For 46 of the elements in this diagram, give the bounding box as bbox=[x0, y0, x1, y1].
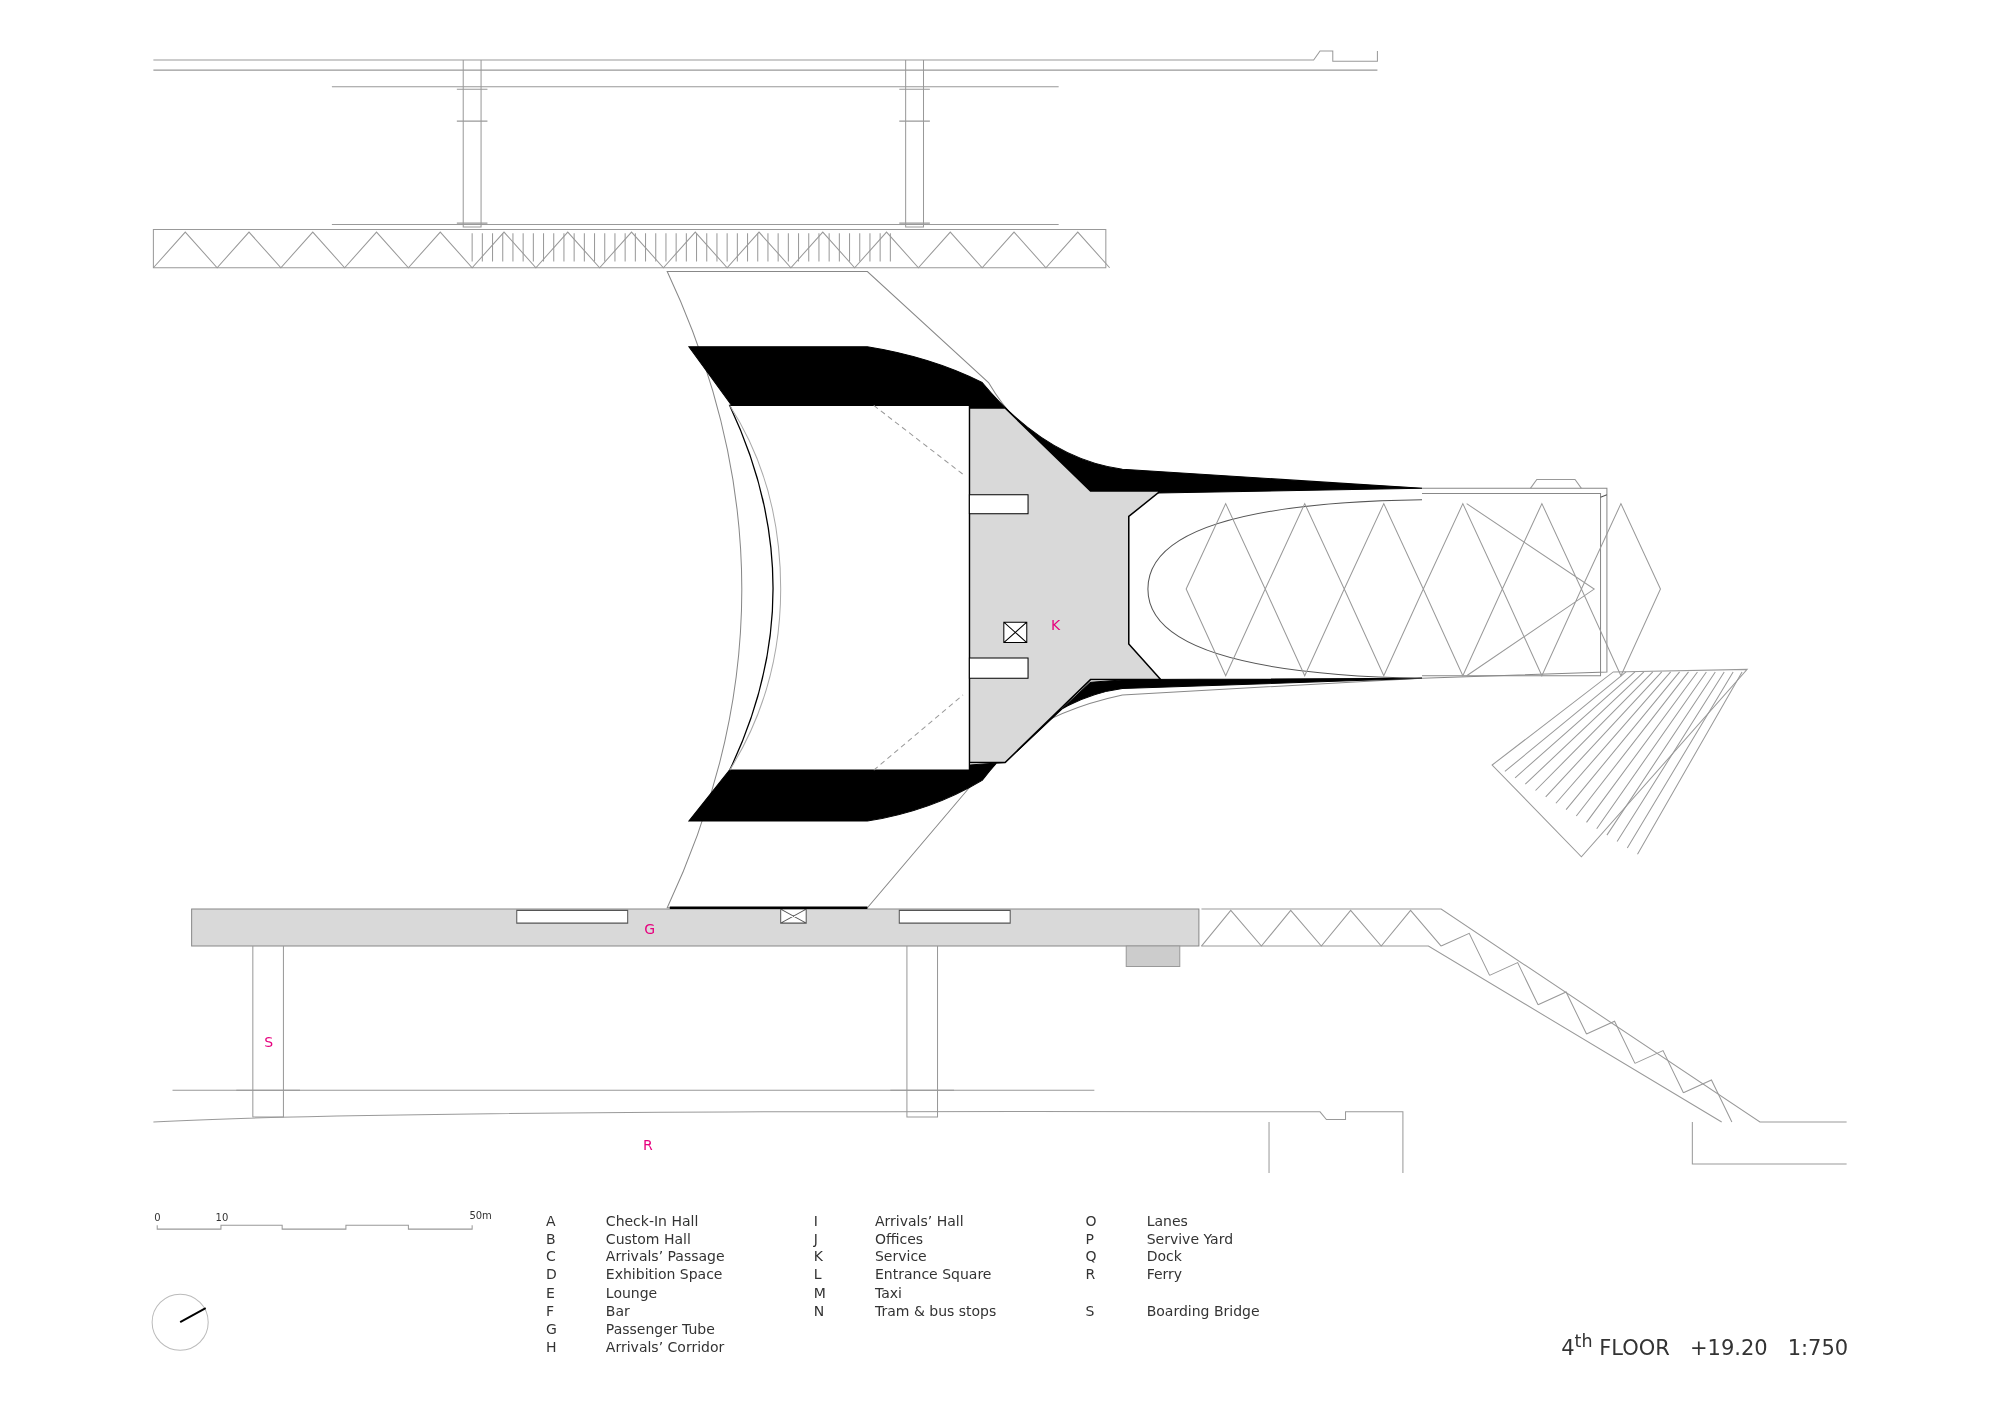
scale-label: 50m bbox=[469, 1210, 492, 1221]
room-letter: S bbox=[264, 1035, 273, 1050]
legend-room-name: Dock bbox=[1146, 1249, 1182, 1264]
legend-room-name: Tram & bus stops bbox=[875, 1304, 997, 1319]
legend-key-letter: L bbox=[813, 1267, 822, 1282]
legend-key-letter: A bbox=[545, 1213, 556, 1228]
room-letter: K bbox=[1051, 618, 1061, 632]
legend-key-letter: F bbox=[545, 1304, 554, 1319]
legend-room-name: Lounge bbox=[605, 1286, 658, 1301]
legend-room-name: Ferry bbox=[1146, 1267, 1183, 1282]
legend-key-letter: S bbox=[1085, 1304, 1095, 1319]
scale-label: 0 bbox=[154, 1213, 161, 1224]
legend-room-name: Boarding Bridge bbox=[1146, 1304, 1260, 1319]
legend-room-name: Offices bbox=[875, 1231, 924, 1246]
legend-key-letter: M bbox=[813, 1286, 826, 1301]
legend-key-letter: D bbox=[545, 1267, 557, 1282]
legend-room-name: Lanes bbox=[1146, 1213, 1188, 1228]
scale-label: 10 bbox=[215, 1213, 229, 1224]
legend-room-name: Exhibition Space bbox=[605, 1267, 723, 1282]
legend-key-letter: J bbox=[813, 1231, 818, 1246]
legend-key-letter: Q bbox=[1085, 1249, 1097, 1264]
legend-key-letter: I bbox=[813, 1213, 818, 1228]
legend-key-letter: O bbox=[1085, 1213, 1097, 1228]
legend-room-name: Bar bbox=[605, 1304, 630, 1319]
legend-key-letter: H bbox=[545, 1339, 557, 1354]
legend-room-name: Servive Yard bbox=[1146, 1231, 1234, 1246]
legend-room-name: Service bbox=[875, 1249, 927, 1264]
legend-key-letter: C bbox=[545, 1249, 556, 1264]
legend-key-letter: G bbox=[545, 1322, 557, 1337]
legend-room-name: Arrivals’ Passage bbox=[605, 1249, 725, 1264]
legend-key-letter: R bbox=[1085, 1267, 1096, 1282]
legend-room-name: Arrivals’ Hall bbox=[875, 1213, 964, 1228]
floor-title: 4$^{th}$ FLOOR +19.20 1:750 bbox=[1561, 1332, 1849, 1359]
legend-key-letter: N bbox=[813, 1304, 825, 1319]
legend-room-name: Custom Hall bbox=[605, 1231, 691, 1246]
legend-room-name: Passenger Tube bbox=[605, 1322, 715, 1337]
legend-room-name: Arrivals’ Corridor bbox=[605, 1339, 725, 1354]
room-letter: G bbox=[644, 921, 656, 936]
legend-key-letter: P bbox=[1085, 1231, 1094, 1246]
legend-room-name: Taxi bbox=[875, 1286, 902, 1301]
legend-key-letter: E bbox=[545, 1286, 555, 1301]
legend-key-letter: K bbox=[813, 1249, 823, 1264]
room-letter: R bbox=[642, 1138, 653, 1153]
legend-room-name: Entrance Square bbox=[875, 1267, 992, 1282]
legend-room-name: Check-In Hall bbox=[605, 1213, 699, 1228]
legend-key-letter: B bbox=[545, 1231, 556, 1246]
